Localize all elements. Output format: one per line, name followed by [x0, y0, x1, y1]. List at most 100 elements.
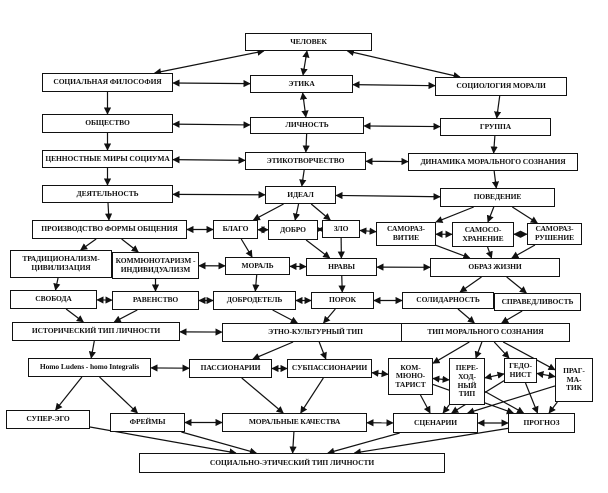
node-svoboda: СВОБОДА [10, 290, 97, 309]
edge-ideal-to-dobro [292, 203, 301, 221]
node-gedonist: ГЕДО- НИСТ [504, 358, 537, 383]
edge-perehodny-to-scenarii [442, 404, 450, 414]
node-samosohranenie: САМОСО- ХРАНЕНИЕ [452, 222, 514, 247]
edge-obraz-zhizni-to-solidarnost [459, 276, 482, 293]
edge-soc-morali-to-gruppa [494, 95, 502, 119]
edge-deyatelnost-to-proizvodstvo [105, 202, 113, 221]
node-perehodny: ПЕРЕ- ХОД- НЫЙ ТИП [449, 358, 485, 405]
node-proizvodstvo: ПРОИЗВОДСТВО ФОРМЫ ОБЩЕНИЯ [32, 220, 187, 239]
edge-lichnost-to-gruppa [363, 122, 441, 131]
edge-porok-to-etnokulturny [323, 308, 336, 324]
node-etika: ЭТИКА [250, 75, 353, 93]
node-nravy: НРАВЫ [306, 258, 377, 276]
edge-gedonist-to-pragmatik [536, 371, 556, 380]
node-samorazvitie: САМОРАЗ- ВИТИЕ [376, 222, 436, 246]
node-super-ego: СУПЕР-ЭГО [6, 410, 90, 429]
node-moral: МОРАЛЬ [225, 257, 290, 275]
edge-svoboda-to-istoricheskiy [65, 308, 84, 323]
edge-tip-moralnogo-to-kommunotarist [432, 341, 470, 364]
node-gruppa: ГРУППА [440, 118, 551, 136]
edge-perehodny-to-gedonist [484, 371, 505, 381]
edge-etikotvorchestvo-to-ideal [299, 169, 307, 187]
node-etikotvorchestvo: ЭТИКОТВОРЧЕСТВО [245, 152, 366, 170]
node-cennostnye: ЦЕННОСТНЫЕ МИРЫ СОЦИУМА [42, 150, 173, 168]
node-istoricheskiy: ИСТОРИЧЕСКИЙ ТИП ЛИЧНОСТИ [12, 322, 180, 341]
edge-chelovek-to-etika [300, 50, 310, 76]
node-passionarii: ПАССИОНАРИИ [189, 359, 272, 378]
edge-lichnost-to-etikotvorchestvo [302, 133, 310, 153]
edge-ideal-to-zlo [310, 203, 331, 221]
edge-ravenstvo-to-istoricheskiy [113, 309, 138, 323]
node-dinamika: ДИНАМИКА МОРАЛЬНОГО СОЗНАНИЯ [408, 153, 578, 171]
node-obshchestvo: ОБЩЕСТВО [42, 114, 173, 133]
edge-subpassionarii-to-moralnye-kachestva [300, 377, 324, 414]
edge-dobrodetel-to-etnokulturny [272, 309, 299, 324]
edge-dinamika-to-povedenie [491, 170, 500, 189]
edge-tradicionalizm-to-svoboda [53, 277, 61, 291]
node-freymy: ФРЕЙМЫ [110, 413, 185, 432]
edge-moral-to-dobrodetel [252, 274, 260, 292]
edge-proizvodstvo-to-tradicionalizm [80, 238, 97, 251]
edge-kommunotarist-to-perehodny [432, 375, 450, 383]
edge-povedenie-to-samosohranenie [486, 206, 495, 223]
node-kommunotarist: КОМ- МЮНО- ТАРИСТ [388, 358, 433, 395]
node-povedenie: ПОВЕДЕНИЕ [440, 188, 555, 207]
edge-freymy-to-soc-etich-tip [181, 431, 258, 455]
edge-blago-to-moral [240, 238, 253, 258]
node-etnokulturny: ЭТНО-КУЛЬТУРНЫЙ ТИП [222, 323, 409, 342]
edge-homo-to-super-ego [55, 376, 83, 411]
node-chelovek: ЧЕЛОВЕК [245, 33, 372, 51]
edge-prognoz-to-soc-etich-tip [353, 427, 509, 456]
edge-chelovek-to-soc-filosofia [153, 48, 265, 76]
edge-povedenie-to-samorazrushenie [512, 206, 538, 224]
node-tradicionalizm: ТРАДИЦИОНАЛИЗМ- ЦИВИЛИЗАЦИЯ [10, 250, 112, 278]
edge-obshchestvo-to-lichnost [172, 120, 251, 129]
node-moralnye-kachestva: МОРАЛЬНЫЕ КАЧЕСТВА [222, 413, 367, 432]
edge-dobro-to-nravy [305, 239, 331, 259]
node-scenarii: СЦЕНАРИИ [393, 413, 478, 433]
node-lichnost: ЛИЧНОСТЬ [250, 117, 364, 134]
edge-pragmatik-to-scenarii [467, 385, 556, 415]
edge-soc-filosofia-to-etika [172, 79, 251, 88]
node-tip-moralnogo: ТИП МОРАЛЬНОГО СОЗНАНИЯ [401, 323, 570, 342]
edge-tip-moralnogo-to-perehodny [474, 341, 483, 359]
node-zlo: ЗЛО [322, 220, 360, 238]
edge-povedenie-to-samorazvitie [435, 206, 474, 223]
edge-etika-to-soc-morali [352, 81, 436, 90]
edge-ideal-to-blago [252, 203, 284, 221]
node-prognoz: ПРОГНОЗ [508, 413, 575, 433]
node-obraz-zhizni: ОБРАЗ ЖИЗНИ [430, 258, 560, 277]
edge-samorazrushenie-to-obraz-zhizni [511, 244, 536, 259]
node-ravenstvo: РАВЕНСТВО [112, 291, 199, 310]
node-dobrodetel: ДОБРОДЕТЕЛЬ [213, 291, 296, 310]
node-kommunotarizm: КОММЮНОТАРИЗМ - ИНДИВИДУАЛИЗМ [112, 252, 199, 279]
edge-obraz-zhizni-to-spravedlivost [506, 276, 527, 294]
edge-chelovek-to-soc-morali [346, 48, 461, 80]
edge-scenarii-to-soc-etich-tip [327, 432, 400, 455]
node-dobro: ДОБРО [268, 220, 318, 240]
edge-zlo-to-samorazvitie [359, 227, 377, 235]
edge-etnokulturny-to-subpassionarii [318, 341, 327, 360]
edge-tip-moralnogo-to-gedonist [493, 341, 510, 359]
node-homo: Homo Ludens - homo Integralis [28, 358, 151, 377]
edge-kommunotarist-to-scenarii [419, 394, 431, 414]
node-ideal: ИДЕАЛ [265, 186, 336, 204]
node-subpassionarii: СУБПАССИОНАРИИ [287, 359, 372, 378]
edge-cennostnye-to-etikotvorchestvo [172, 156, 246, 164]
edge-spravedlivost-to-tip-moralnogo [501, 310, 523, 324]
node-soc-etich-tip: СОЦИАЛЬНО-ЭТИЧЕСКИЙ ТИП ЛИЧНОСТИ [139, 453, 445, 473]
edge-gruppa-to-dinamika [490, 135, 498, 154]
edge-moralnye-kachestva-to-soc-etich-tip [289, 431, 297, 454]
edge-etnokulturny-to-passionarii [252, 341, 294, 360]
edge-pragmatik-to-prognoz [548, 401, 558, 414]
node-blago: БЛАГО [213, 220, 258, 239]
node-soc-filosofia: СОЦИАЛЬНАЯ ФИЛОСОФИЯ [42, 73, 173, 92]
node-porok: ПОРОК [311, 292, 374, 309]
node-samorazrushenie: САМОРАЗ- РУШЕНИЕ [527, 223, 582, 245]
edge-homo-to-freymy [99, 376, 139, 414]
node-solidarnost: СОЛИДАРНОСТЬ [402, 292, 494, 309]
edge-istoricheskiy-to-homo [88, 340, 96, 359]
node-pragmatik: ПРАГ- МА- ТИК [555, 358, 593, 402]
edge-samorazvitie-to-obraz-zhizni [435, 244, 471, 260]
